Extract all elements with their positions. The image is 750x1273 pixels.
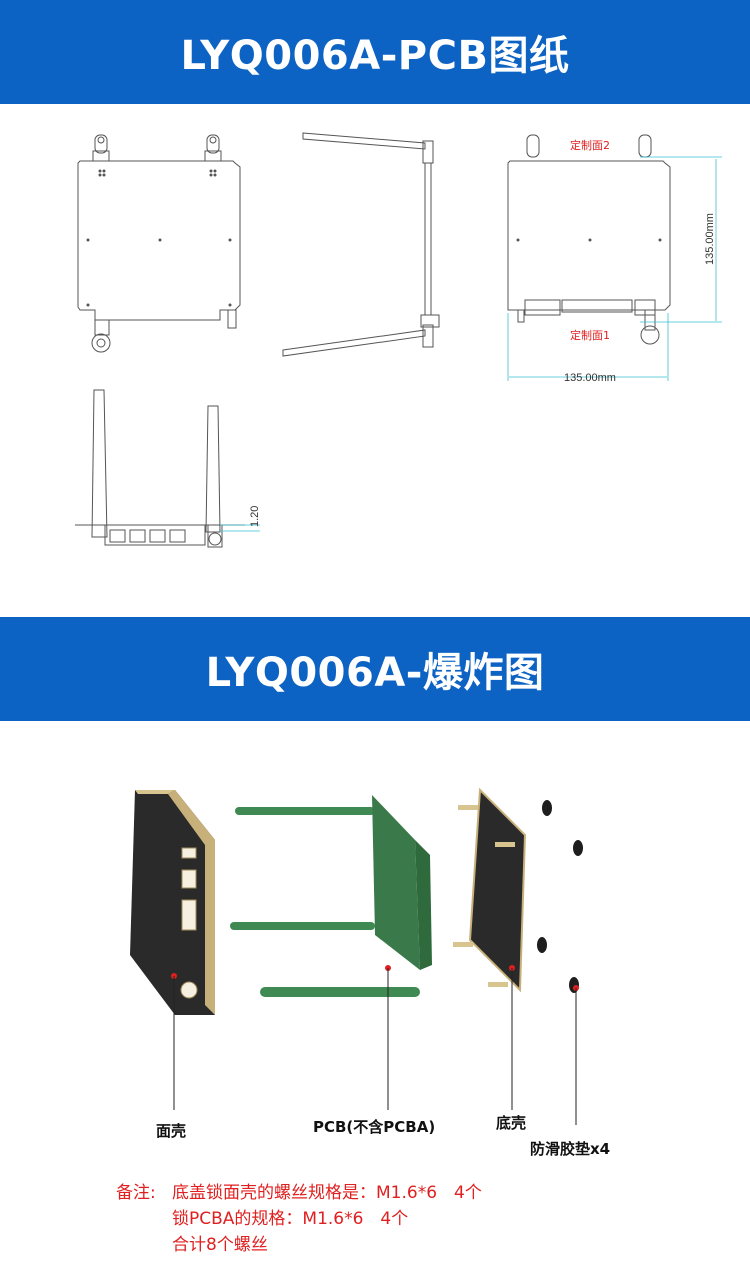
pcb-dimension-view: 定制面2 定制面1 135.00mm 135.00mm: [507, 134, 722, 384]
explode-section-banner: LYQ006A-爆炸图: [0, 617, 750, 721]
pcb-section-title: LYQ006A-PCB图纸: [180, 33, 570, 79]
pcb-side-view: [282, 132, 440, 357]
explode-section-title: LYQ006A-爆炸图: [205, 650, 545, 696]
exploded-view: [130, 787, 583, 1125]
face-shell-label: 面壳: [156, 1122, 187, 1140]
pcb-section-banner: LYQ006A-PCB图纸: [0, 0, 750, 104]
ref-face-1-label: 定制面1: [570, 328, 610, 342]
note-prefix: 备注:: [116, 1183, 156, 1203]
anti-slip-feet-label: 防滑胶垫x4: [530, 1140, 611, 1158]
pcb-part: [230, 795, 432, 997]
pcb-label: PCB(不含PCBA): [313, 1118, 436, 1136]
note-line-3: 合计8个螺丝: [172, 1235, 268, 1255]
height-dimension-label: 135.00mm: [704, 213, 716, 265]
bottom-shell-label: 底壳: [496, 1114, 527, 1132]
ref-face-2-label: 定制面2: [570, 138, 610, 152]
screw-note: 备注: 底盖锁面壳的螺丝规格是：M1.6*6 4个 锁PCBA的规格：M1.6*…: [116, 1180, 482, 1258]
bottom-shell-part: [453, 787, 527, 993]
pcb-port-view: 1.20: [75, 389, 261, 548]
anti-slip-feet-part: [537, 800, 583, 993]
pcb-front-view: [77, 134, 241, 353]
note-line-1: 底盖锁面壳的螺丝规格是：M1.6*6 4个: [172, 1183, 482, 1203]
note-line-2: 锁PCBA的规格：M1.6*6 4个: [172, 1209, 409, 1229]
width-dimension-label: 135.00mm: [564, 372, 616, 384]
face-shell-part: [130, 790, 215, 1015]
thickness-dimension-label: 1.20: [249, 506, 261, 527]
